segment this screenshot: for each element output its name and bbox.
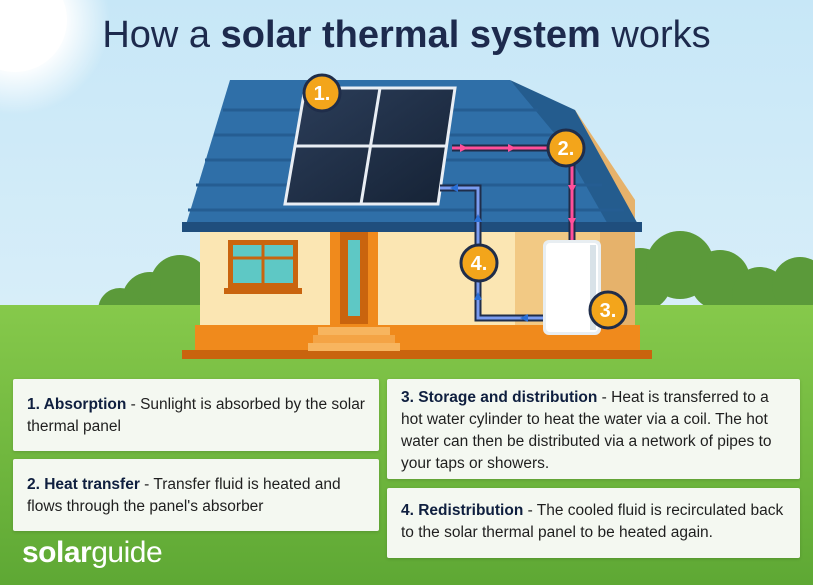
badge-3: 3. [588,290,628,330]
sun-icon [0,0,67,72]
card-redistribution-heading: 4. Redistribution [401,502,524,519]
card-heat-transfer-text: - Transfer fluid is heated and flows thr… [27,476,341,515]
title-bold: solar thermal system [220,14,601,56]
hot-water-cylinder [543,240,601,335]
logo-bold: solar [22,536,92,569]
logo-light: guide [91,536,163,569]
page-title: How a solar thermal system works [0,14,813,57]
card-storage-distribution-heading: 3. Storage and distribution [401,389,598,406]
card-absorption-text: - Sunlight is absorbed by the solar ther… [27,396,365,435]
card-storage-distribution: 3. Storage and distribution - Heat is tr… [387,379,800,479]
badge-1-label: 1. [314,83,331,105]
badge-4: 4. [459,243,499,283]
card-heat-transfer: 2. Heat transfer - Transfer fluid is hea… [13,459,379,531]
card-absorption-heading: 1. Absorption [27,396,127,413]
solarguide-logo: solarguide [22,536,163,570]
solar-thermal-panel [283,86,457,206]
card-redistribution-text: - The cooled fluid is recirculated back … [401,502,784,541]
title-prefix: How a [102,14,221,56]
badge-1: 1. [302,73,342,113]
badge-4-label: 4. [471,253,488,275]
badge-3-label: 3. [600,300,617,322]
badge-2-label: 2. [558,138,575,160]
badge-2: 2. [546,128,586,168]
title-suffix: works [600,14,711,56]
card-heat-transfer-heading: 2. Heat transfer [27,476,140,493]
card-redistribution: 4. Redistribution - The cooled fluid is … [387,488,800,558]
card-storage-distribution-text: - Heat is transferred to a hot water cyl… [401,389,772,472]
card-absorption: 1. Absorption - Sunlight is absorbed by … [13,379,379,451]
